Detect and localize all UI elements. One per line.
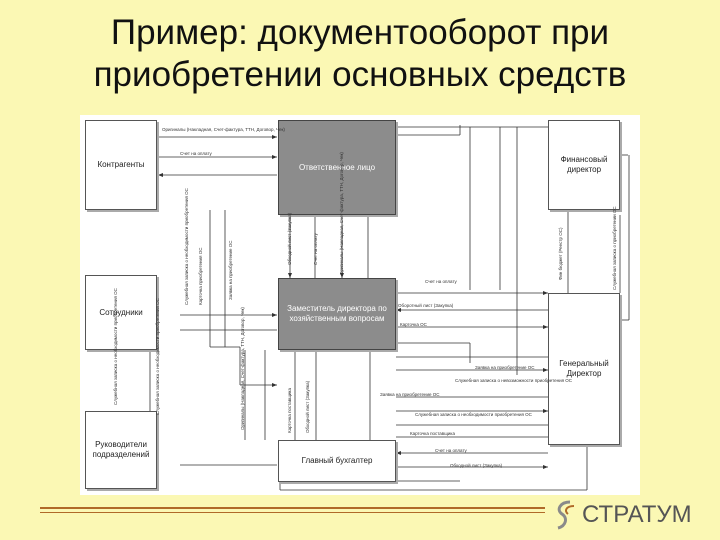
flow-label-vertical: Служебная записка о необходимости приобр… (155, 298, 160, 415)
node-responsible-person: Ответственное лицо (278, 120, 396, 215)
flow-label-vertical: Служебная записка о необходимости приобр… (113, 288, 118, 405)
flow-label-vertical: Счет на оплату (313, 233, 318, 265)
node-deputy-director-label: Заместитель директора по хозяйственным в… (287, 304, 387, 323)
flow-label: Карточка поставщика (410, 431, 455, 436)
flow-label-vertical: Фин бюджет (Реестр ОС) (558, 227, 563, 280)
flow-label-vertical: Оригиналы (Накладная, Счет-фактура, ТТН,… (339, 152, 344, 275)
stratum-swirl-icon (557, 500, 575, 530)
flow-label-vertical: Карточка поставщика (287, 388, 292, 433)
flow-label-vertical: Служебная записка о приобретении ОС (612, 206, 617, 290)
flow-label-vertical: Обходной лист (Закупка) (305, 380, 310, 433)
node-general-director-label: Генеральный Директор (559, 359, 609, 378)
flow-label: Оригиналы (Накладная, Счет-фактура, ТТН,… (162, 127, 285, 132)
flow-label: Счет на оплату (180, 151, 212, 156)
slide-title: Пример: документооборот при приобретении… (0, 12, 720, 96)
node-financial-director: Финансовый директор (548, 120, 620, 210)
flow-label: Счет на оплату (425, 279, 457, 284)
slide-title-line2: приобретении основных средств (93, 55, 627, 94)
node-general-director: Генеральный Директор (548, 293, 620, 445)
node-deputy-director: Заместитель директора по хозяйственным в… (278, 278, 396, 350)
node-counterparties: Контрагенты (85, 120, 157, 210)
flow-label: Заявка на приобретение ОС (380, 392, 440, 397)
flow-label-vertical: Заявка на приобретение ОС (228, 240, 233, 300)
node-responsible-person-label: Ответственное лицо (298, 162, 376, 172)
flow-label: Карточка ОС (400, 322, 427, 327)
slide-title-line1: Пример: документооборот при (110, 13, 610, 52)
flow-label: Счет на оплату (435, 448, 467, 453)
flow-label-vertical: Карточка приобретения ОС (198, 247, 203, 305)
flow-label-vertical: Оригиналы (Накладная, Счет-фактура, ТТН,… (240, 307, 245, 430)
stratum-logo: СТРАТУМ (552, 497, 692, 533)
node-department-heads: Руководители подразделений (85, 411, 157, 489)
flow-label-vertical: Обходной лист (Закупка) (287, 212, 292, 265)
footer-rule (40, 507, 545, 509)
workflow-diagram: Контрагенты Ответственное лицо Финансовы… (80, 115, 640, 495)
node-employees: Сотрудники (85, 275, 157, 350)
node-counterparties-label: Контрагенты (97, 160, 145, 169)
flow-label-vertical: Служебная записка о необходимости приобр… (184, 188, 189, 305)
logo-text: СТРАТУМ (582, 501, 692, 528)
node-department-heads-label: Руководители подразделений (92, 440, 150, 459)
flow-label: Служебная записка о невозможности приобр… (455, 378, 573, 383)
connector-lines (149, 125, 630, 491)
node-financial-director-label: Финансовый директор (560, 155, 608, 174)
flow-label: Заявка на приобретение ОС (475, 365, 535, 370)
footer-rule-thin (40, 512, 545, 513)
flow-label: Обходной лист (Закупка) (450, 463, 503, 468)
node-employees-label: Сотрудники (99, 307, 143, 317)
node-chief-accountant: Главный бухгалтер (278, 440, 396, 482)
flow-label: Служебная записка о необходимости приобр… (415, 412, 532, 417)
flow-label: Оборотный лист (Закупка) (398, 303, 454, 308)
node-chief-accountant-label: Главный бухгалтер (301, 456, 373, 465)
